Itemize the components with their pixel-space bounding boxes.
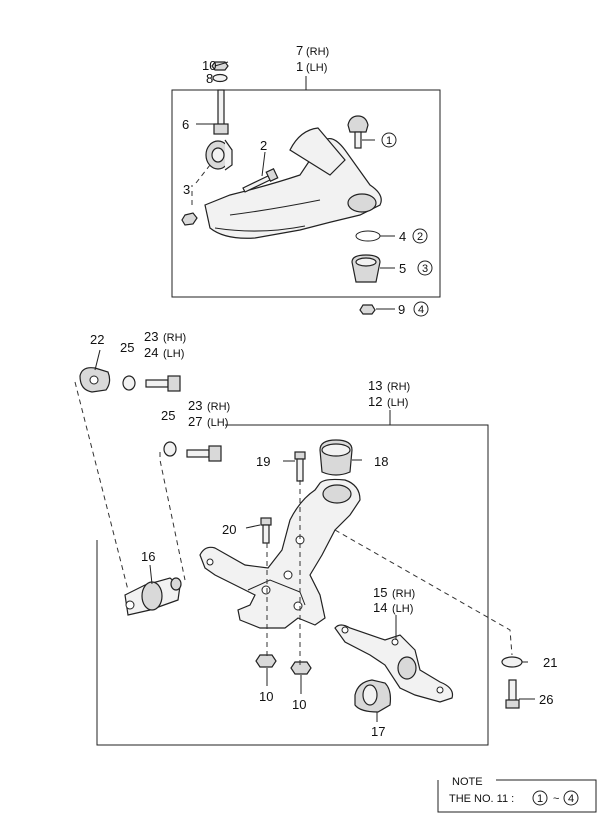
note-text: THE NO. 11 : [449,793,514,805]
part-17-bushing [354,679,392,713]
note-title: NOTE [452,776,483,788]
part-20-bolt [260,517,272,544]
label-14: 14 [373,600,387,615]
part-5-dust-boot [351,254,381,283]
marker-circle-3-text: 3 [422,263,428,275]
label-23-a-rh: (RH) [163,332,186,344]
part-4-snap-ring [355,230,381,242]
part-2-bolt [242,167,279,193]
label-14-lh: (LH) [392,603,413,615]
part-15-knuckle-bracket [334,624,454,703]
part-19-bolt [294,451,306,482]
part-23-27-bolt [186,445,222,462]
label-10-left: 10 [259,689,273,704]
note-box: NOTE THE NO. 11 : 1 ~ 4 [437,776,597,813]
part-25-washer-a [122,375,136,391]
part-10-nut-top [211,61,229,71]
label-25-a: 25 [120,340,134,355]
label-15-rh: (RH) [392,588,415,600]
part-8-washer [212,73,228,83]
note-circle-4: 4 [568,793,574,805]
marker-circle-3 [417,260,433,276]
label-27: 27 [188,414,202,429]
label-6: 6 [182,117,189,132]
part-21-washer [501,656,523,668]
part-9-nut [359,304,376,315]
part-16-bushing [124,577,182,616]
marker-circle-4-text: 4 [418,304,424,316]
label-13: 13 [368,378,382,393]
part-26-bolt [505,679,520,709]
label-17: 17 [371,724,385,739]
part-6-bolt [213,89,229,135]
label-7: 7 [296,43,303,58]
label-23-a: 23 [144,329,158,344]
marker-circle-1-text: 1 [386,135,392,147]
part-18-bushing [319,439,353,476]
note-circle-1: 1 [537,793,543,805]
label-23-b: 23 [188,398,202,413]
label-15: 15 [373,585,387,600]
label-23-b-rh: (RH) [207,401,230,413]
label-12: 12 [368,394,382,409]
part-10-nut-right [290,661,312,675]
label-1-lh: (LH) [306,62,327,74]
label-8: 8 [206,71,213,86]
label-7-rh: (RH) [306,46,329,58]
label-10-right: 10 [292,697,306,712]
upper-arm-bushing [205,139,233,171]
label-18: 18 [374,454,388,469]
label-22: 22 [90,332,104,347]
label-10-top: 10 [202,58,216,73]
label-16: 16 [141,549,155,564]
label-27-lh: (LH) [207,417,228,429]
note-tilde: ~ [553,793,559,805]
part-1-ball-joint [347,115,369,149]
label-4: 4 [399,229,406,244]
label-3: 3 [183,182,190,197]
label-24-lh: (LH) [163,348,184,360]
part-10-nut-left [255,654,277,668]
label-26: 26 [539,692,553,707]
label-24: 24 [144,345,158,360]
label-25-b: 25 [161,408,175,423]
part-22-bracket [79,367,111,393]
label-20: 20 [222,522,236,537]
label-5: 5 [399,261,406,276]
part-23-24-bolt [145,375,181,392]
label-12-lh: (LH) [387,397,408,409]
label-1: 1 [296,59,303,74]
label-19: 19 [256,454,270,469]
label-9: 9 [398,302,405,317]
marker-circle-2 [412,228,428,244]
label-13-rh: (RH) [387,381,410,393]
marker-circle-4 [413,301,429,317]
part-3-nut [181,212,198,226]
label-21: 21 [543,655,557,670]
marker-circle-2-text: 2 [417,231,423,243]
part-25-washer-b [163,441,177,457]
marker-circle-1 [381,132,397,148]
label-2: 2 [260,138,267,153]
lower-control-arm [199,478,361,629]
lower-arm-group-box [96,424,489,746]
upper-control-arm [204,127,382,239]
